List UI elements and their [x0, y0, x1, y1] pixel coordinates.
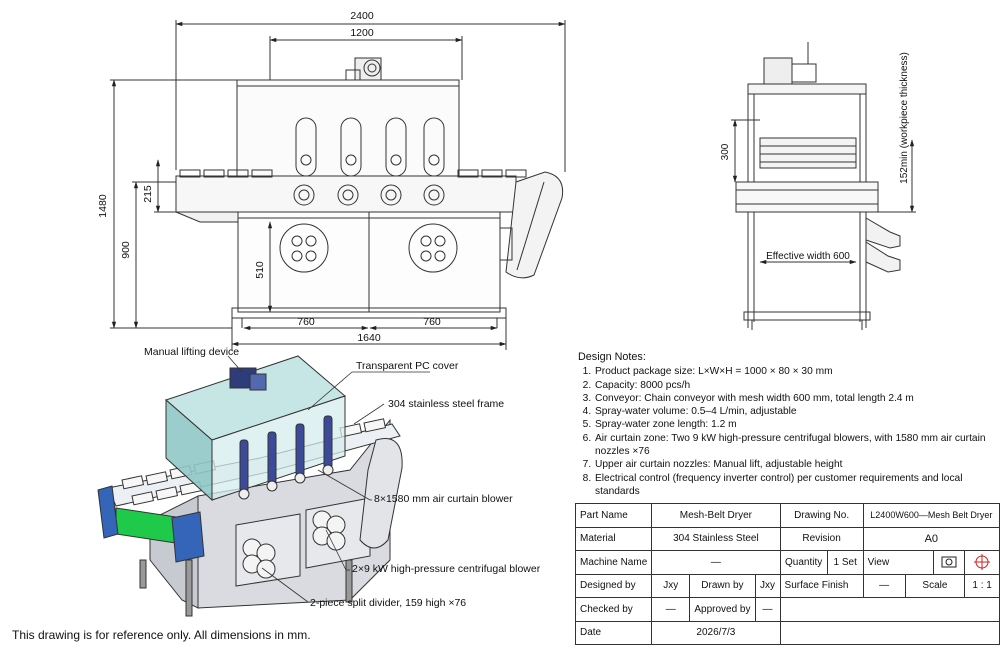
- design-note-item: Conveyor: Chain conveyor with mesh width…: [594, 392, 988, 405]
- callout-blower: 2×9 kW high-pressure centrifugal blower: [352, 563, 541, 575]
- dim-divider-height: 510: [254, 261, 266, 279]
- view-symbol-first: [933, 550, 966, 575]
- scale-value: 1 : 1: [964, 573, 1000, 598]
- dim-workpiece-thickness: 152min (workpiece thickness): [899, 52, 910, 184]
- part-name-value: Mesh-Belt Dryer: [651, 503, 781, 528]
- design-note-item: Electrical control (frequency inverter c…: [594, 472, 988, 499]
- scale-label: Scale: [904, 573, 966, 598]
- footer-note: This drawing is for reference only. All …: [12, 628, 311, 642]
- designed-by-label: Designed by: [574, 573, 653, 598]
- revision-label: Revision: [779, 526, 864, 551]
- callout-divider: 2-piece split divider, 159 high ×76: [310, 597, 466, 609]
- dim-overall-length: 2400: [350, 10, 374, 22]
- dim-gap: 300: [720, 143, 731, 160]
- quantity-label: Quantity: [779, 550, 828, 575]
- front-view: [110, 20, 566, 350]
- dim-top-offset: 215: [142, 185, 154, 203]
- title-block-blank: [779, 620, 1000, 645]
- title-block-blank: [779, 597, 1000, 622]
- date-value: 2026/7/3: [651, 620, 781, 645]
- isometric-view: [97, 355, 430, 617]
- designed-by-value: Jxy: [651, 573, 691, 598]
- revision-value: A0: [862, 526, 1000, 551]
- material-label: Material: [574, 526, 653, 551]
- dim-effective-width: Effective width 600: [766, 251, 850, 262]
- dim-inner-width: 1200: [350, 27, 374, 39]
- callout-manual-lifting: Manual lifting device: [144, 346, 239, 358]
- surface-finish-label: Surface Finish: [779, 573, 864, 598]
- approved-by-label: Approved by: [689, 597, 756, 622]
- side-view-dimensions: 300 152min (workpiece thickness) Effecti…: [720, 52, 910, 262]
- title-block: Part Name Mesh-Belt Dryer Drawing No. L2…: [574, 503, 1000, 645]
- design-note-item: Air curtain zone: Two 9 kW high-pressure…: [594, 432, 988, 459]
- dim-left-bay: 760: [297, 316, 315, 328]
- machine-name-label: Machine Name: [574, 550, 653, 575]
- side-view: [731, 42, 916, 330]
- design-note-item: Capacity: 8000 pcs/h: [594, 379, 988, 392]
- drawing-no-label: Drawing No.: [779, 503, 864, 528]
- machine-name-value: —: [651, 550, 781, 575]
- projection-cross-icon: [974, 554, 991, 571]
- design-notes-list: Product package size: L×W×H = 1000 × 80 …: [578, 365, 988, 498]
- checked-by-label: Checked by: [574, 597, 653, 622]
- design-note-item: Upper air curtain nozzles: Manual lift, …: [594, 458, 988, 471]
- design-notes: Design Notes: Product package size: L×W×…: [578, 351, 988, 498]
- dim-height: 1480: [97, 194, 109, 218]
- design-note-item: Spray-water volume: 0.5–4 L/min, adjusta…: [594, 405, 988, 418]
- design-note-item: Product package size: L×W×H = 1000 × 80 …: [594, 365, 988, 378]
- front-view-dimensions: 2400 1200 1480 900 215 510 760 760 1640: [97, 10, 441, 344]
- view-label: View: [862, 550, 935, 575]
- quantity-value: 1 Set: [826, 550, 864, 575]
- drawn-by-value: Jxy: [754, 573, 781, 598]
- surface-finish-value: —: [862, 573, 906, 598]
- dim-conveyor-height: 900: [120, 241, 132, 259]
- callout-frame: 304 stainless steel frame: [388, 398, 504, 410]
- callout-air-curtain: 8×1580 mm air curtain blower: [374, 493, 513, 505]
- drawn-by-label: Drawn by: [689, 573, 756, 598]
- part-name-label: Part Name: [574, 503, 653, 528]
- view-symbol-second: [964, 550, 1000, 575]
- callout-pc-cover: Transparent PC cover: [356, 360, 459, 372]
- projection-box-icon: [941, 556, 957, 568]
- date-label: Date: [574, 620, 653, 645]
- dim-base-length: 1640: [357, 332, 381, 344]
- isometric-callouts: Manual lifting device Transparent PC cov…: [144, 346, 541, 609]
- design-note-item: Spray-water zone length: 1.2 m: [594, 418, 988, 431]
- material-value: 304 Stainless Steel: [651, 526, 781, 551]
- dim-right-bay: 760: [423, 316, 441, 328]
- design-notes-title: Design Notes:: [578, 351, 646, 363]
- approved-by-value: —: [754, 597, 781, 622]
- checked-by-value: —: [651, 597, 691, 622]
- drawing-no-value: L2400W600—Mesh Belt Dryer: [862, 503, 1000, 528]
